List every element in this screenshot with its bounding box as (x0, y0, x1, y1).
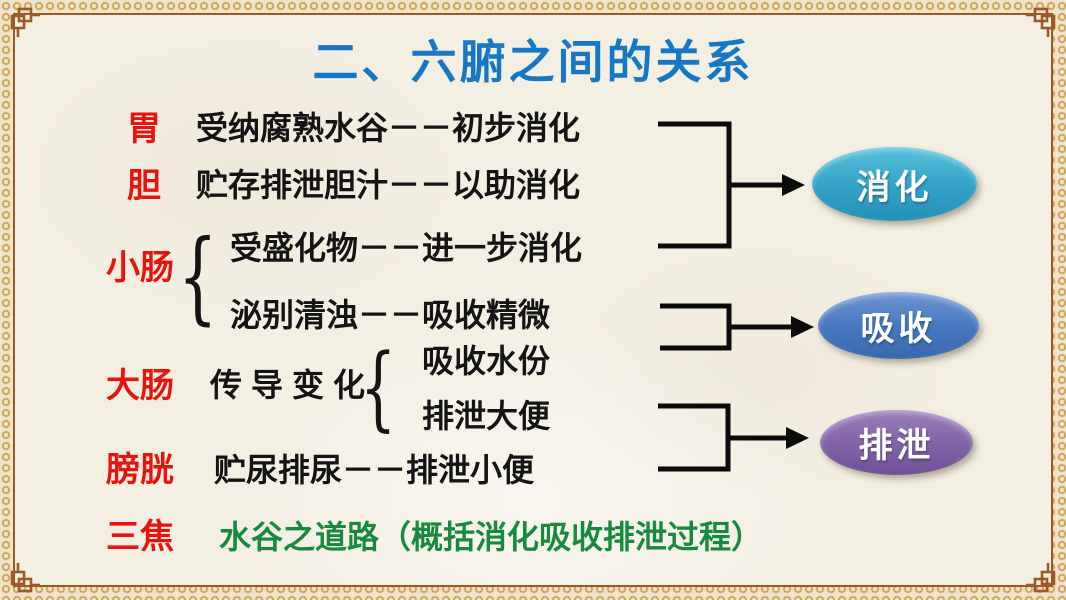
function-text-large-intestine: 传导变化 (210, 367, 375, 403)
result-ellipse-absorption: 吸收 (818, 292, 979, 359)
function-text-bladder: 贮尿排尿－－排泄小便 (214, 452, 535, 488)
function-text-large-intestine-2: 排泄大便 (422, 398, 551, 434)
organ-label-large-intestine: 大肠 (106, 367, 174, 405)
arrowhead-icon (782, 174, 805, 196)
bracket-to-excretion (658, 403, 809, 472)
function-text-small-intestine-2: 泌别清浊－－吸收精微 (230, 297, 551, 333)
function-text-gallbladder: 贮存排泄胆汁－－以助消化 (196, 167, 581, 203)
function-text-large-intestine-1: 吸收水份 (422, 343, 551, 379)
bracket-to-digestion (658, 121, 805, 249)
result-label-excretion: 排泄 (858, 427, 935, 465)
brace-small-intestine: { (178, 218, 218, 335)
brace-large-intestine: { (360, 334, 397, 441)
corner-ornament-bottom-left (10, 563, 40, 593)
organ-label-small-intestine: 小肠 (106, 249, 174, 287)
corner-ornament-top-left (10, 7, 40, 37)
arrowhead-icon (791, 316, 814, 338)
organ-label-sanjiao: 三焦 (106, 518, 174, 556)
arrowhead-icon (786, 427, 809, 449)
page-title: 二、六腑之间的关系 (312, 36, 754, 88)
organ-label-stomach: 胃 (127, 110, 161, 148)
corner-ornament-bottom-right (1026, 563, 1056, 593)
organ-label-gallbladder: 胆 (127, 167, 161, 205)
result-ellipse-excretion: 排泄 (820, 410, 973, 475)
result-label-digestion: 消化 (856, 168, 933, 207)
result-label-absorption: 吸收 (860, 310, 937, 348)
bracket-to-absorption (660, 303, 814, 351)
function-text-stomach: 受纳腐熟水谷－－初步消化 (196, 110, 581, 146)
function-text-sanjiao: 水谷之道路（概括消化吸收排泄过程） (219, 519, 764, 555)
result-ellipse-digestion: 消化 (812, 147, 977, 221)
function-text-small-intestine-1: 受盛化物－－进一步消化 (230, 230, 583, 266)
corner-ornament-top-right (1026, 7, 1056, 37)
organ-label-bladder: 膀胱 (106, 451, 174, 489)
